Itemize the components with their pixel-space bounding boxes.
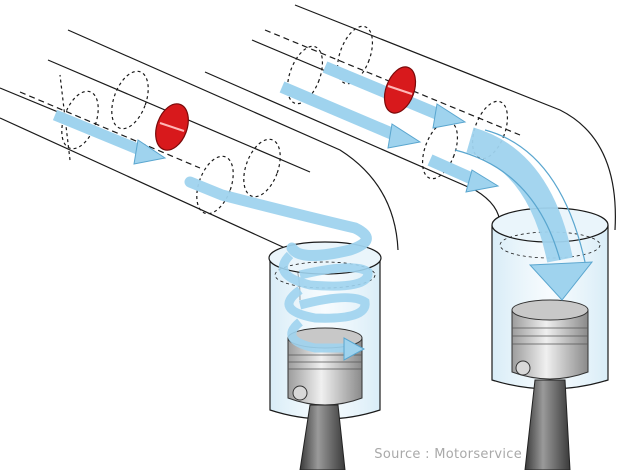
swirl-diagram [0, 29, 399, 470]
source-credit: Source : Motorservice [374, 447, 522, 462]
tumble-airflow [279, 61, 594, 301]
swirl-flap-closed [155, 103, 189, 151]
tumble-connecting-rod [524, 379, 571, 470]
swirl-airflow [52, 109, 373, 361]
tumble-flap-open [383, 66, 417, 114]
tumble-piston [511, 299, 589, 380]
swirl-connecting-rod [299, 404, 346, 470]
tumble-diagram [204, 4, 616, 470]
